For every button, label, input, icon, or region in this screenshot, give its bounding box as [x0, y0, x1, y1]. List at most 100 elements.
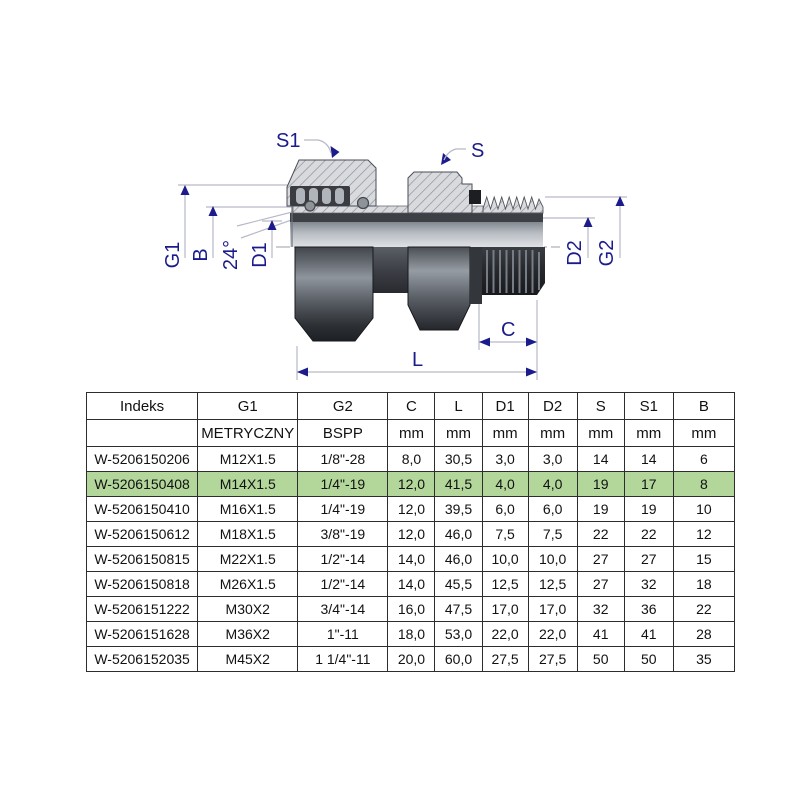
table-cell: M30X2	[197, 596, 299, 622]
column-header: G1	[197, 392, 299, 420]
unit-header: BSPP	[297, 419, 389, 447]
table-cell: 41,5	[434, 471, 483, 497]
unit-header: mm	[481, 419, 529, 447]
unit-header: METRYCZNY	[197, 419, 299, 447]
table-cell: M16X1.5	[197, 496, 299, 522]
unit-header: mm	[576, 419, 625, 447]
table-cell: M12X1.5	[197, 446, 299, 472]
table-cell: 28	[672, 621, 736, 647]
unit-header: mm	[672, 419, 736, 447]
table-cell: 6,0	[481, 496, 529, 522]
body-hex-silhouette	[407, 246, 471, 331]
table-cell: 22	[576, 521, 625, 547]
table-cell: 39,5	[434, 496, 483, 522]
unit-header: mm	[387, 419, 436, 447]
table-cell: 3,0	[481, 446, 529, 472]
table-cell: 12,5	[481, 571, 529, 597]
table-cell: 4,0	[481, 471, 529, 497]
table-cell: 1 1/4"-11	[297, 646, 389, 672]
label-c: C	[501, 319, 515, 341]
table-cell: 22,0	[527, 621, 578, 647]
table-cell: 46,0	[434, 546, 483, 572]
table-cell: 8	[672, 471, 736, 497]
table-cell: 32	[576, 596, 625, 622]
table-cell: 19	[623, 496, 674, 522]
table-cell: M18X1.5	[197, 521, 299, 547]
table-cell: W-5206151222	[85, 596, 199, 622]
table-cell: 17	[623, 471, 674, 497]
nut-hex-silhouette	[294, 246, 374, 342]
table-cell: 1/4"-19	[297, 471, 389, 497]
table-cell: 36	[623, 596, 674, 622]
table-cell: 27,5	[481, 646, 529, 672]
table-cell: 27	[576, 546, 625, 572]
fitting-cross-section	[286, 159, 544, 247]
label-b: B	[190, 248, 212, 261]
table-cell: W-5206152035	[85, 646, 199, 672]
table-cell: 47,5	[434, 596, 483, 622]
table-cell: 32	[623, 571, 674, 597]
table-cell: 6	[672, 446, 736, 472]
table-cell: 27	[576, 571, 625, 597]
table-cell: 8,0	[387, 446, 436, 472]
table-cell: 3/4"-14	[297, 596, 389, 622]
table-cell: W-5206150815	[85, 546, 199, 572]
table-cell: 1"-11	[297, 621, 389, 647]
column-header: Indeks	[85, 392, 199, 420]
label-d2: D2	[564, 240, 586, 266]
label-l: L	[412, 349, 423, 371]
table-cell: 35	[672, 646, 736, 672]
table-cell: W-5206150612	[85, 521, 199, 547]
table-cell: M36X2	[197, 621, 299, 647]
table-cell: W-5206150206	[85, 446, 199, 472]
table-cell: 10,0	[481, 546, 529, 572]
table-cell: 3/8"-19	[297, 521, 389, 547]
column-header: C	[387, 392, 436, 420]
thread-ribs	[486, 250, 540, 293]
table-cell: 1/4"-19	[297, 496, 389, 522]
table-cell: W-5206150410	[85, 496, 199, 522]
table-cell: 18,0	[387, 621, 436, 647]
column-header: L	[434, 392, 483, 420]
table-cell: 17,0	[481, 596, 529, 622]
label-g2: G2	[596, 240, 618, 267]
table-cell: 19	[576, 496, 625, 522]
table-cell: 14,0	[387, 546, 436, 572]
table-cell: M22X1.5	[197, 546, 299, 572]
table-cell: 22	[623, 521, 674, 547]
table-cell: 12,0	[387, 521, 436, 547]
table-cell: 3,0	[527, 446, 578, 472]
column-header: D2	[527, 392, 578, 420]
table-cell: 50	[623, 646, 674, 672]
table-cell: 22,0	[481, 621, 529, 647]
label-g1: G1	[162, 242, 184, 269]
unit-header: mm	[623, 419, 674, 447]
column-header: D1	[481, 392, 529, 420]
fitting-technical-drawing: S1 S G1 B 24° D1 D2 G2 C L	[162, 130, 627, 380]
table-cell: 41	[623, 621, 674, 647]
table-cell: 4,0	[527, 471, 578, 497]
table-cell: 53,0	[434, 621, 483, 647]
label-s: S	[471, 140, 484, 162]
table-cell: 27	[623, 546, 674, 572]
unit-header: mm	[434, 419, 483, 447]
table-cell: W-5206150408	[85, 471, 199, 497]
table-cell: 12	[672, 521, 736, 547]
table-cell: 16,0	[387, 596, 436, 622]
table-cell: 60,0	[434, 646, 483, 672]
table-cell: 10,0	[527, 546, 578, 572]
column-header: B	[672, 392, 736, 420]
table-cell: 1/8"-28	[297, 446, 389, 472]
table-cell: 12,5	[527, 571, 578, 597]
table-cell: W-5206150818	[85, 571, 199, 597]
